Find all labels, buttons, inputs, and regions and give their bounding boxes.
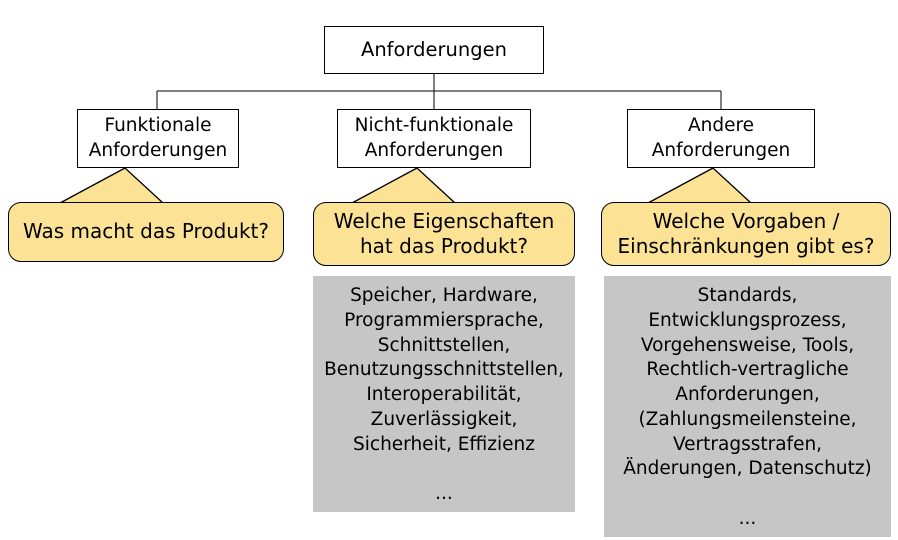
node-andere-anforderungen[interactable]: Andere Anforderungen — [627, 109, 815, 168]
callout-tail-funktionale — [59, 167, 165, 204]
callout-tail-nicht-funktionale — [351, 167, 457, 204]
details-nicht-funktionale: Speicher, Hardware, Programmiersprache, … — [313, 276, 575, 512]
callout-funktionale[interactable]: Was macht das Produkt? — [8, 202, 284, 262]
node-nicht-funktionale-anforderungen[interactable]: Nicht-funktionale Anforderungen — [337, 109, 531, 168]
details-andere: Standards, Entwicklungsprozess, Vorgehen… — [604, 276, 891, 537]
node-funktionale-anforderungen[interactable]: Funktionale Anforderungen — [77, 109, 239, 168]
node-anforderungen[interactable]: Anforderungen — [324, 26, 544, 74]
callout-tail-andere — [647, 167, 753, 204]
callout-nicht-funktionale[interactable]: Welche Eigenschaften hat das Produkt? — [313, 202, 575, 266]
callout-andere[interactable]: Welche Vorgaben / Einschränkungen gibt e… — [601, 202, 891, 266]
